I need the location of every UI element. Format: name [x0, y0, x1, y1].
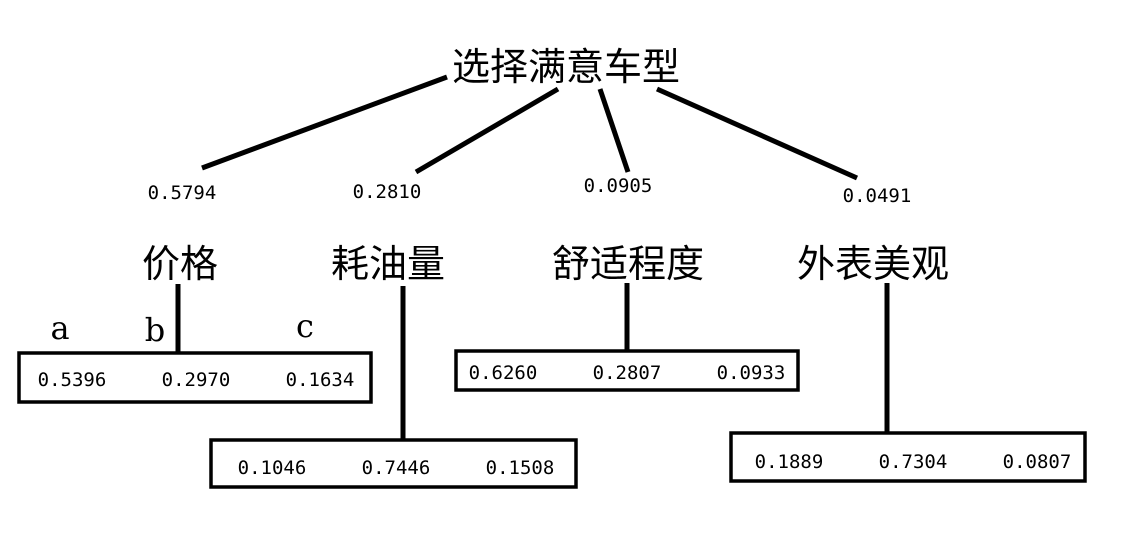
criterion-comfort-label: 舒适程度 [552, 242, 704, 286]
edge-root-to-comfort [597, 88, 631, 173]
weight-appearance: 0.0491 [843, 185, 912, 207]
score-value: 0.7304 [879, 451, 948, 473]
score-value: 0.7446 [362, 457, 431, 479]
score-value: 0.1634 [286, 369, 355, 391]
score-value: 0.0933 [717, 362, 786, 384]
score-box-appearance: 0.1889 0.7304 0.0807 [729, 431, 1087, 483]
score-value: 0.2807 [593, 362, 662, 384]
edge-root-to-price [201, 74, 448, 171]
score-value: 0.5396 [38, 369, 107, 391]
score-value: 0.1046 [238, 457, 307, 479]
criterion-appearance-label: 外表美观 [797, 242, 949, 286]
option-label-c: c [296, 307, 314, 345]
edge-root-to-fuel [414, 86, 560, 175]
score-box-comfort: 0.6260 0.2807 0.0933 [454, 349, 800, 392]
score-value: 0.2970 [162, 369, 231, 391]
option-label-a: a [50, 309, 69, 347]
edge-root-to-appearance [655, 86, 859, 181]
criterion-fuel-label: 耗油量 [331, 242, 445, 286]
weight-price: 0.5794 [148, 182, 217, 204]
option-label-b: b [145, 311, 165, 349]
score-box-fuel: 0.1046 0.7446 0.1508 [209, 438, 578, 489]
score-box-price: 0.5396 0.2970 0.1634 [17, 351, 373, 404]
weight-comfort: 0.0905 [584, 175, 653, 197]
root-goal-label: 选择满意车型 [452, 45, 680, 89]
weight-fuel: 0.2810 [353, 181, 422, 203]
score-value: 0.1889 [755, 451, 824, 473]
criterion-price-label: 价格 [142, 242, 218, 286]
score-value: 0.6260 [469, 362, 538, 384]
score-value: 0.1508 [486, 457, 555, 479]
score-value: 0.0807 [1003, 451, 1072, 473]
